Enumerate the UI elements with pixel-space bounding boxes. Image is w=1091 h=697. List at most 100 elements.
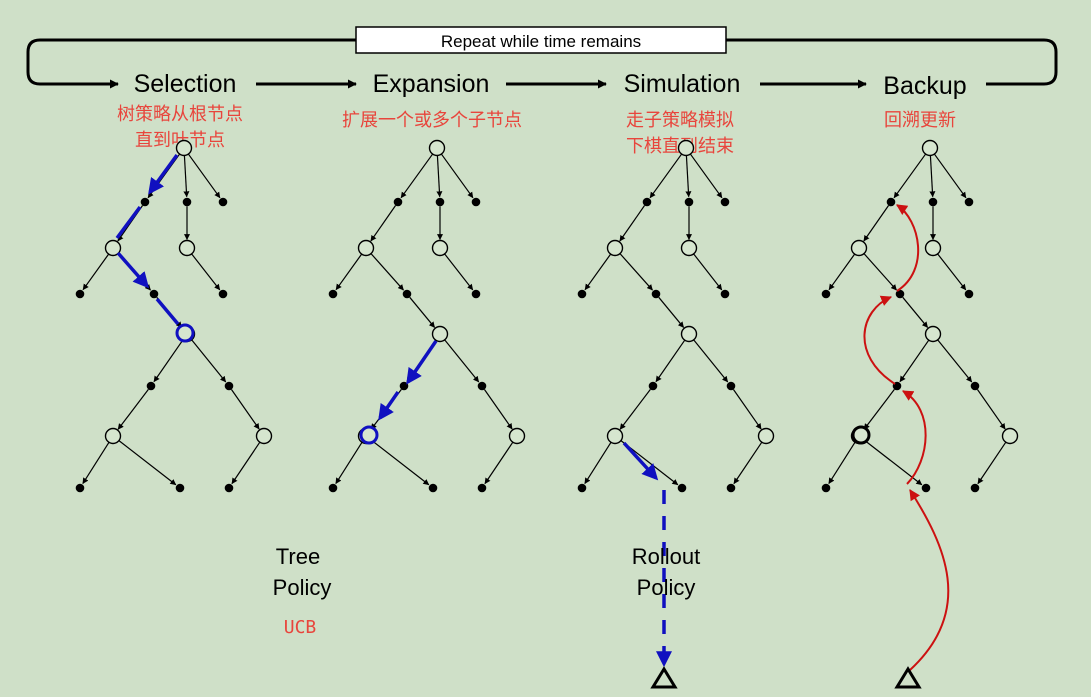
- action-node: [399, 381, 409, 391]
- expanded-node: [359, 425, 379, 445]
- backup-path: [863, 204, 950, 671]
- rollout-policy-label-line1: Rollout: [632, 544, 700, 569]
- action-node: [224, 381, 234, 391]
- state-node: [178, 239, 196, 257]
- action-node: [720, 289, 730, 299]
- action-node: [471, 197, 481, 207]
- tree-edge: [619, 205, 646, 242]
- tree-edge: [187, 153, 221, 199]
- state-node: [677, 139, 695, 157]
- tree-edge: [693, 339, 729, 383]
- rollout-policy-label-line2: Policy: [637, 575, 696, 600]
- tree-edge: [685, 155, 692, 198]
- tree-edge: [977, 441, 1007, 485]
- tree-edge: [937, 253, 967, 291]
- tree-edge: [863, 253, 897, 291]
- state-node: [431, 239, 449, 257]
- tree-edge: [370, 253, 404, 291]
- action-node: [146, 381, 156, 391]
- tree-edge: [899, 339, 930, 383]
- tree-edge: [230, 389, 260, 430]
- action-node: [726, 381, 736, 391]
- action-node: [477, 381, 487, 391]
- tree-edge: [655, 339, 686, 383]
- tree-edge: [863, 389, 895, 430]
- tree-2: [328, 139, 526, 493]
- action-node: [182, 197, 192, 207]
- action-node: [651, 289, 661, 299]
- tree-edge: [937, 339, 973, 383]
- tree-edge: [902, 296, 929, 328]
- tree-edge: [444, 339, 480, 383]
- state-node: [175, 139, 193, 157]
- repeat-loop-line: [26, 38, 356, 89]
- tree-policy-label-line2: Policy: [273, 575, 332, 600]
- action-node: [726, 483, 736, 493]
- action-node: [577, 289, 587, 299]
- state-node: [1001, 427, 1019, 445]
- expansion-path: [378, 340, 438, 421]
- state-node: [104, 239, 122, 257]
- state-node: [850, 239, 868, 257]
- action-node: [175, 483, 185, 493]
- repeat-loop-box: [355, 26, 727, 54]
- state-node: [508, 427, 526, 445]
- action-node: [970, 381, 980, 391]
- action-node: [435, 197, 445, 207]
- action-node: [821, 289, 831, 299]
- phase-title-expansion: Expansion: [373, 70, 490, 98]
- action-node: [140, 197, 150, 207]
- state-node: [357, 239, 375, 257]
- tree-policy-label-line1: Tree: [276, 544, 320, 569]
- tree-edge: [483, 389, 513, 430]
- tree-edge: [584, 253, 612, 291]
- backup-leaf-node: [851, 425, 871, 445]
- action-node: [218, 289, 228, 299]
- tree-edge: [649, 153, 683, 199]
- state-node: [606, 239, 624, 257]
- rollout-terminal-triangle: [650, 666, 678, 689]
- action-node: [895, 289, 905, 299]
- tree-edge: [118, 440, 177, 486]
- action-node: [684, 197, 694, 207]
- action-node: [75, 289, 85, 299]
- action-node: [224, 483, 234, 493]
- tree-edge: [371, 440, 430, 486]
- state-node: [431, 325, 449, 343]
- tree-edge: [183, 155, 190, 198]
- state-node: [924, 239, 942, 257]
- tree-edge: [693, 253, 723, 291]
- selected-leaf-node: [175, 323, 195, 343]
- state-node: [104, 427, 122, 445]
- action-node: [921, 483, 931, 493]
- action-node: [928, 197, 938, 207]
- tree-edge: [933, 153, 967, 199]
- tree-edge: [335, 253, 363, 291]
- action-node: [149, 289, 159, 299]
- action-node: [471, 289, 481, 299]
- backup-subtitle: 回溯更新: [884, 110, 956, 131]
- action-node: [393, 197, 403, 207]
- phase-title-selection: Selection: [134, 70, 237, 98]
- tree-edge: [153, 339, 184, 383]
- tree-edge: [484, 441, 514, 485]
- selection-subtitle-line2: 直到叶节点: [135, 130, 225, 151]
- tree-edge: [409, 296, 436, 328]
- action-node: [328, 289, 338, 299]
- state-node: [680, 239, 698, 257]
- action-node: [402, 289, 412, 299]
- action-node: [964, 197, 974, 207]
- action-node: [886, 197, 896, 207]
- action-node: [75, 483, 85, 493]
- search-trees: [75, 139, 1019, 493]
- tree-edge: [828, 253, 856, 291]
- phase-title-simulation: Simulation: [624, 70, 741, 98]
- tree-edge: [117, 389, 149, 430]
- repeat-loop-label: Repeat while time remains: [441, 32, 641, 51]
- tree-edge: [976, 389, 1006, 430]
- tree-edge: [191, 339, 227, 383]
- action-node: [964, 289, 974, 299]
- state-node: [921, 139, 939, 157]
- tree-edge: [864, 440, 923, 486]
